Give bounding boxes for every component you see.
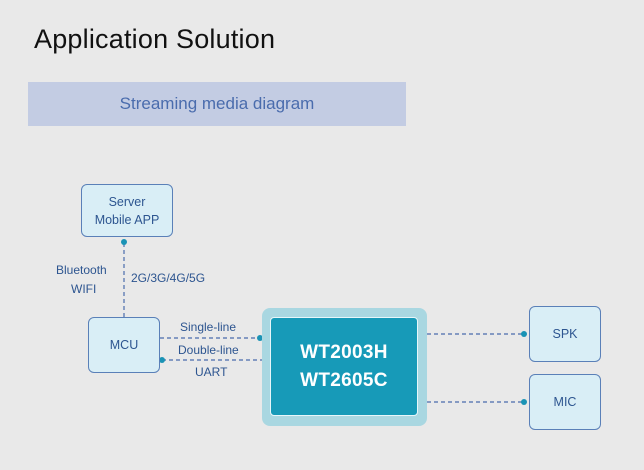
bluetooth-label: Bluetooth [56,263,107,277]
connector-dot-mic [521,399,527,405]
connector-dot-uart [159,357,165,363]
mobile-app-label: Mobile APP [94,212,160,227]
cellular-label: 2G/3G/4G/5G [131,271,206,285]
chip-node: WT2003H WT2605C [270,317,418,416]
mcu-node: MCU [88,317,160,373]
single-line-label: Single-line [180,320,237,334]
connector-dot-spk [521,331,527,337]
wifi-label: WIFI [71,282,97,296]
mcu-label: MCU [109,338,139,352]
mic-label: MIC [553,395,577,409]
connector-dot-single-line [257,335,263,341]
spk-node: SPK [529,306,601,362]
server-label: Server [108,194,146,209]
server-mobile-app-node: Server Mobile APP [81,184,173,237]
mic-node: MIC [529,374,601,430]
double-line-label: Double-line [178,343,239,357]
diagram-title: Streaming media diagram [119,94,315,113]
chip-model-1: WT2003H [300,341,388,363]
spk-label: SPK [552,327,578,341]
page-title: Application Solution [34,24,276,54]
uart-label: UART [195,365,228,379]
connector-dot-server [121,239,127,245]
chip-model-2: WT2605C [300,369,388,391]
diagram-title-banner: Streaming media diagram [28,82,406,126]
